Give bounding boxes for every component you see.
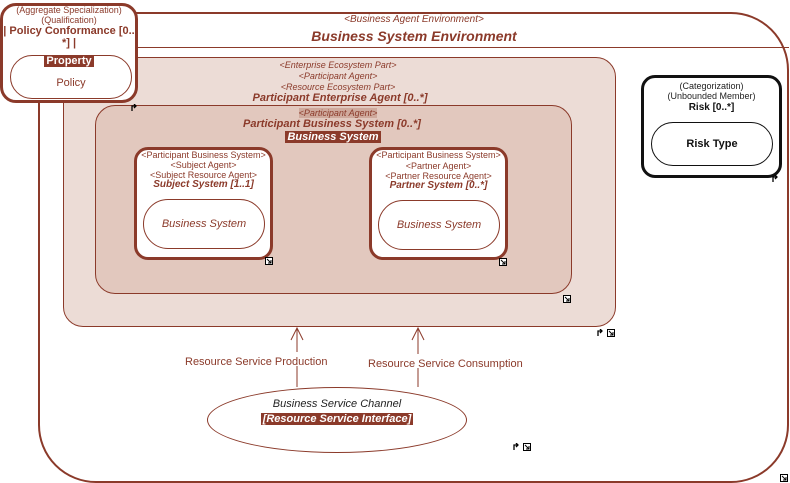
subject-title: Subject System [1..1] (153, 179, 254, 190)
partner-title: Partner System [0..*] (389, 180, 488, 191)
environment-stereotype: <Business Agent Environment> (344, 14, 484, 25)
subject-stereotype-3: <Subject Resource Agent> (149, 170, 258, 180)
partner-stereotype-1: <Participant Business System> (376, 150, 501, 160)
subject-stereotype-1: <Participant Business System> (141, 150, 266, 160)
consumption-label-text: Resource Service Consumption (368, 358, 523, 370)
enterprise-link-icon[interactable] (597, 329, 605, 337)
environment-expand-icon[interactable] (780, 474, 788, 482)
risk-return-icon[interactable] (772, 175, 780, 183)
partner-stereotype-2: <Partner Agent> (405, 161, 472, 171)
partner-stereotype-3: <Partner Resource Agent> (385, 171, 492, 181)
pbs-highlight-text: Business System (285, 131, 381, 143)
policy-title-line-1: | Policy Conformance [0.. (3, 25, 135, 37)
subject-stereotype-2: <Subject Agent> (170, 160, 237, 170)
channel-title: Business Service Channel (272, 398, 402, 410)
pbs-highlight: Business System (240, 131, 426, 144)
policy-property-overlay: Property (0, 55, 138, 68)
channel-expand-icon[interactable] (523, 443, 531, 451)
risk-stereotype-2: (Unbounded Member) (667, 91, 756, 101)
channel-interface-label: [Resource Service Interface] (260, 413, 414, 425)
partner-business-system-label: Business System (396, 219, 482, 231)
production-label-text: Resource Service Production (185, 356, 328, 368)
pbs-title: Participant Business System [0..*] (243, 118, 421, 130)
policy-property-overlay-label: Property (44, 55, 94, 67)
risk-type-node[interactable]: Risk Type (651, 122, 773, 166)
channel-link-icon[interactable] (513, 443, 521, 451)
subject-business-system-node[interactable]: Business System (143, 199, 265, 249)
consumption-label: Resource Service Consumption (368, 354, 528, 370)
production-arrowhead (290, 326, 304, 341)
enterprise-expand-icon[interactable] (607, 329, 615, 337)
production-label: Resource Service Production (185, 352, 335, 368)
policy-stereotype-2: (Qualification) (41, 15, 97, 25)
environment-title: Business System Environment (311, 28, 517, 44)
enterprise-stereotype-1: <Enterprise Ecosystem Part> (279, 60, 397, 70)
pbs-expand-icon[interactable] (563, 295, 571, 303)
policy-stereotype-1: (Aggregate Specialization) (16, 5, 122, 15)
risk-stereotype-1: (Categorization) (679, 81, 744, 91)
risk-type-label: Risk Type (686, 138, 738, 150)
pbs-stereotype: <Participant Agent> (238, 108, 438, 118)
risk-title: Risk [0..*] (688, 102, 735, 113)
partner-expand-icon[interactable] (499, 258, 507, 266)
partner-business-system-node[interactable]: Business System (378, 200, 500, 250)
subject-expand-icon[interactable] (265, 257, 273, 265)
environment-divider (130, 47, 789, 48)
policy-title-line-2: *] | (61, 37, 77, 49)
enterprise-title: Participant Enterprise Agent [0..*] (252, 92, 428, 104)
enterprise-return-icon[interactable] (131, 104, 139, 112)
enterprise-stereotype-2: <Participant Agent> (298, 71, 378, 81)
consumption-arrowhead (411, 326, 425, 341)
enterprise-stereotype-3: <Resource Ecosystem Part> (280, 82, 396, 92)
policy-node-label: Policy (56, 77, 86, 89)
channel-interface: [Resource Service Interface] (207, 413, 467, 426)
pbs-stereotype-text: <Participant Agent> (298, 108, 378, 118)
subject-business-system-label: Business System (161, 218, 247, 230)
